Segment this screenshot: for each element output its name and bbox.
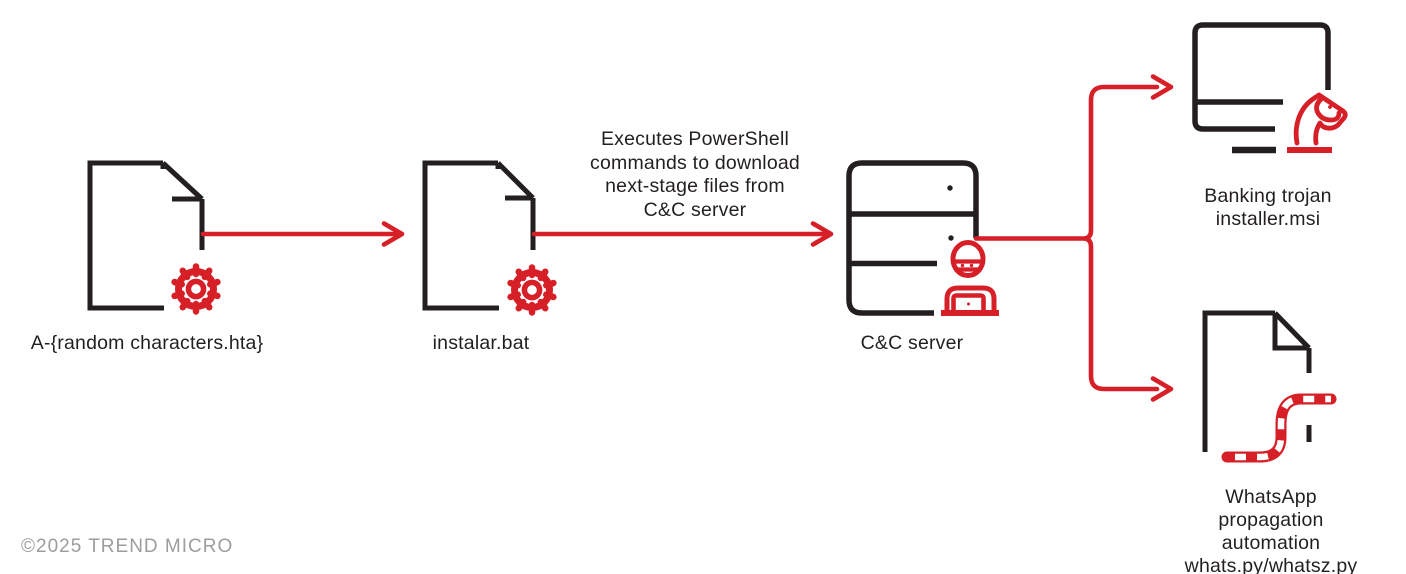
edge-annotation: Executes PowerShell commands to download… xyxy=(590,128,800,221)
computer-icon xyxy=(1192,22,1331,154)
worm-icon xyxy=(1221,393,1337,463)
branch-connector xyxy=(973,74,1174,402)
arrowhead-icon xyxy=(1150,74,1174,100)
attacker-icon xyxy=(941,240,999,316)
worm-document-icon xyxy=(1202,310,1312,452)
hta-document-icon xyxy=(87,160,205,311)
arrow-right-icon xyxy=(531,221,834,247)
trojan-horse-icon xyxy=(1287,92,1348,153)
bat-document-icon xyxy=(422,160,536,311)
node-label-banking-trojan: Banking trojan installer.msi xyxy=(1204,185,1332,230)
cc-server-icon xyxy=(846,160,979,316)
gear-icon xyxy=(175,267,218,312)
gear-icon xyxy=(511,268,554,313)
node-label-bat: instalar.bat xyxy=(432,332,530,354)
arrow-right-icon xyxy=(200,221,405,247)
node-label-whatsapp-worm: WhatsApp propagation automation whats.py… xyxy=(1184,486,1358,574)
node-label-cc-server: C&C server xyxy=(860,332,964,354)
node-label-hta: A-{random characters.hta} xyxy=(30,332,264,354)
copyright-text: ©2025 TREND MICRO xyxy=(21,536,234,557)
arrowhead-icon xyxy=(1150,376,1174,402)
